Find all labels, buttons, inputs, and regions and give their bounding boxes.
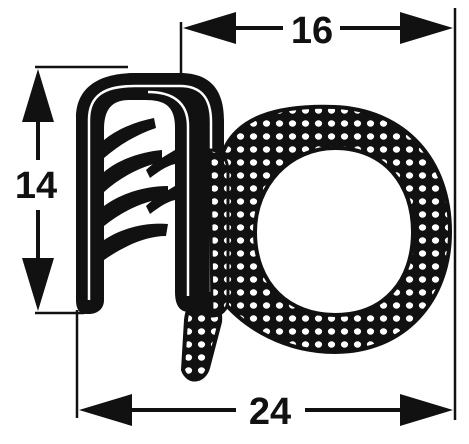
arrowhead-left: [183, 12, 236, 44]
arrowhead-right: [400, 12, 453, 44]
grip-fin-2: [104, 150, 162, 192]
channel-inner-outline-right: [147, 90, 190, 296]
dimension-label-16: 16: [291, 10, 333, 52]
grip-fin-3: [104, 186, 168, 226]
arrowhead-right: [400, 394, 453, 426]
dimension-height-14: 14: [15, 65, 128, 315]
gripping-fins: [104, 118, 175, 260]
dimension-label-24: 24: [249, 391, 291, 433]
u-channel-clip: [76, 73, 230, 318]
grip-fin-4: [104, 223, 168, 260]
dimension-width-16: 16: [179, 8, 457, 420]
grip-fin-1: [104, 118, 156, 158]
channel-inner-outline: [87, 84, 213, 300]
dimension-label-14: 14: [15, 165, 57, 207]
dimension-total-24: 24: [75, 310, 453, 433]
arrowhead-left: [79, 394, 132, 426]
channel-to-bulb-joint: [208, 148, 230, 318]
arrowhead-down: [22, 258, 54, 311]
grip-fin-r1: [146, 150, 175, 178]
bulb-ring: [212, 104, 453, 355]
grip-fin-r2: [146, 186, 175, 214]
arrowhead-up: [22, 69, 54, 122]
